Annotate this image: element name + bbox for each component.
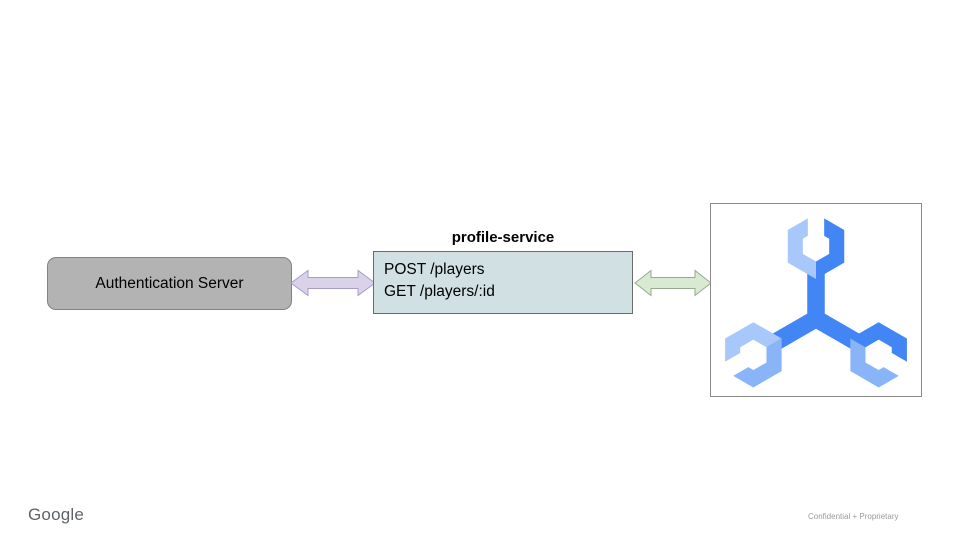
endpoint-get: GET /players/:id xyxy=(384,283,495,300)
service-title: profile-service xyxy=(451,229,555,246)
double-arrow-auth-shape xyxy=(290,269,376,297)
double-arrow-auth-icon xyxy=(290,269,376,297)
logo-socket-slot xyxy=(880,351,914,380)
logo-frame xyxy=(710,203,922,397)
logo-socket-slot xyxy=(718,351,752,380)
auth-server-label: Authentication Server xyxy=(95,274,244,292)
double-arrow-logo-shape xyxy=(634,269,712,297)
logo-arm-top xyxy=(787,211,845,319)
auth-server-box: Authentication Server xyxy=(47,257,292,310)
logo-arm-lower-left xyxy=(718,311,821,388)
logo-arm-lower-right xyxy=(811,311,914,388)
google-logo: Google xyxy=(28,505,85,524)
confidential-note: Confidential + Proprietary xyxy=(808,512,899,521)
logo-socket-slot xyxy=(807,211,825,240)
endpoint-post: POST /players xyxy=(384,261,485,278)
open-match-logo-icon xyxy=(718,211,914,388)
double-arrow-logo-icon xyxy=(634,269,712,297)
profile-service-box: POST /players GET /players/:id xyxy=(373,251,633,314)
